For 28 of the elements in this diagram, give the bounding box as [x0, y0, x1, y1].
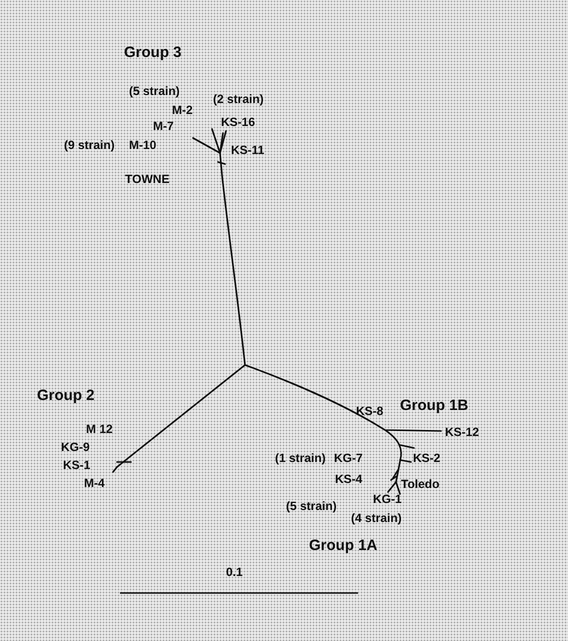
- strain-label: (5 strain): [129, 85, 180, 97]
- strain-label: KS-4: [335, 473, 362, 485]
- strain-label: KS-8: [356, 405, 384, 417]
- strain-label: KG-7: [334, 452, 363, 464]
- strain-label: (1 strain): [275, 452, 326, 464]
- group-label: Group 1B: [400, 398, 468, 413]
- strain-label: KG-1: [373, 493, 402, 505]
- strain-label: (9 strain): [64, 139, 115, 151]
- strain-label: KS-12: [445, 426, 480, 438]
- group-label: Group 1A: [309, 538, 378, 553]
- strain-label: M-2: [172, 104, 193, 116]
- strain-label: KS-1: [63, 459, 90, 471]
- strain-label: KS-16: [221, 116, 256, 128]
- strain-label: Toledo: [401, 478, 440, 490]
- strain-label: (2 strain): [213, 93, 264, 105]
- strain-label: KS-2: [413, 452, 440, 464]
- strain-label: (4 strain): [351, 512, 402, 524]
- strain-label: M-4: [84, 477, 105, 489]
- strain-label: KS-11: [231, 144, 264, 156]
- strain-label: TOWNE: [125, 173, 170, 185]
- strain-label: M-10: [129, 139, 156, 151]
- strain-label: M 12: [86, 423, 113, 435]
- strain-label: (5 strain): [286, 500, 337, 512]
- group-label: Group 2: [37, 388, 95, 403]
- strain-label: 0.1: [226, 566, 243, 578]
- group-label: Group 3: [124, 45, 182, 60]
- strain-label: M-7: [153, 120, 174, 132]
- strain-label: KG-9: [61, 441, 90, 453]
